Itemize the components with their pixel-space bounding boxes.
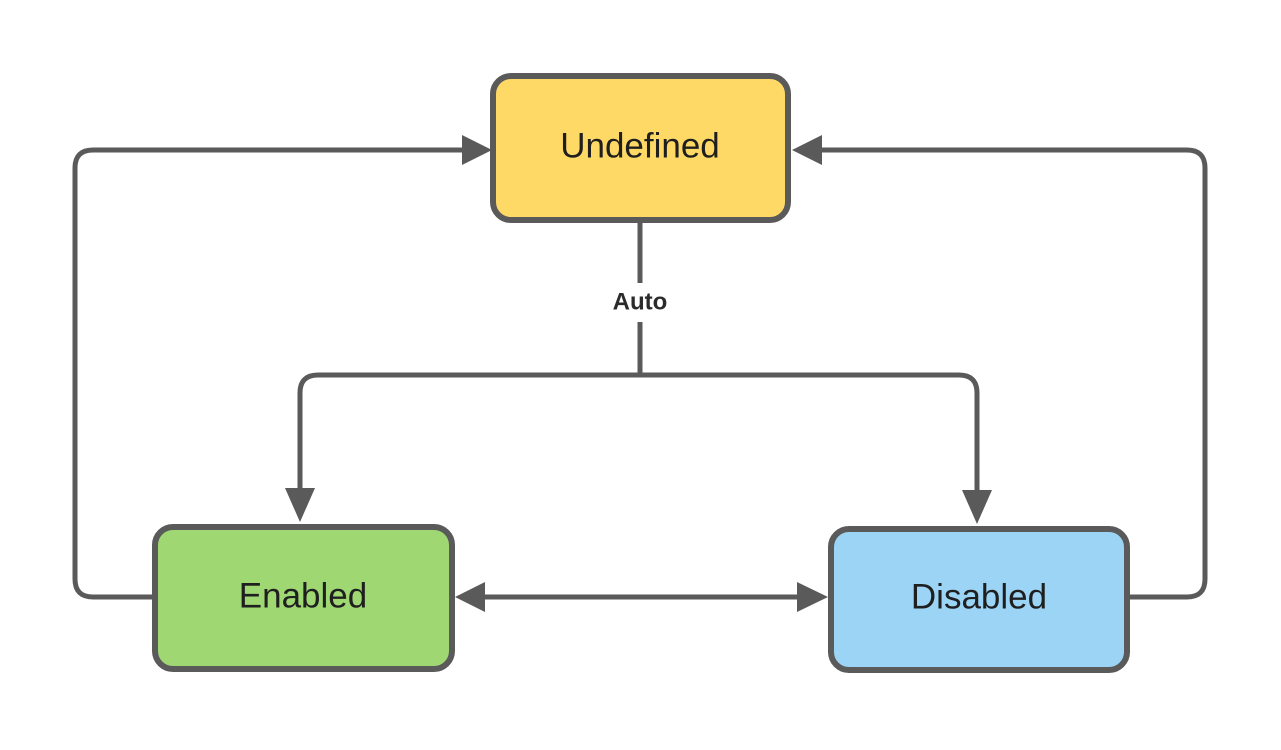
arrow-head-into-enabled-right <box>455 582 485 612</box>
edge-enabled-to-undefined[interactable] <box>72 135 492 600</box>
arrow-head-into-disabled-left <box>797 582 828 612</box>
arrow-head-into-disabled-top <box>962 490 992 524</box>
edge-enabled-to-undefined-path <box>72 147 462 600</box>
arrow-head-into-undefined-left <box>462 135 492 165</box>
node-disabled[interactable]: Disabled <box>828 526 1130 673</box>
node-enabled[interactable]: Enabled <box>152 524 455 672</box>
node-undefined-rect <box>490 73 791 223</box>
edge-branch-to-enabled <box>297 372 643 488</box>
node-enabled-label: Enabled <box>239 576 367 615</box>
edge-undefined-to-branches[interactable]: Auto <box>285 223 992 524</box>
node-undefined-label: Undefined <box>560 126 720 165</box>
node-disabled-label: Disabled <box>911 577 1047 616</box>
node-enabled-rect <box>152 524 455 672</box>
edge-label-auto: Auto <box>613 288 668 315</box>
edge-enabled-disabled-bidirectional[interactable] <box>455 582 828 612</box>
edge-disabled-to-undefined-path <box>822 147 1208 600</box>
node-disabled-rect <box>828 526 1130 673</box>
edge-disabled-to-undefined[interactable] <box>792 135 1208 600</box>
arrow-head-into-enabled-top <box>285 488 315 522</box>
arrow-head-into-undefined-right <box>792 135 822 165</box>
edge-branch-to-disabled <box>640 372 980 490</box>
node-undefined[interactable]: Undefined <box>490 73 791 223</box>
